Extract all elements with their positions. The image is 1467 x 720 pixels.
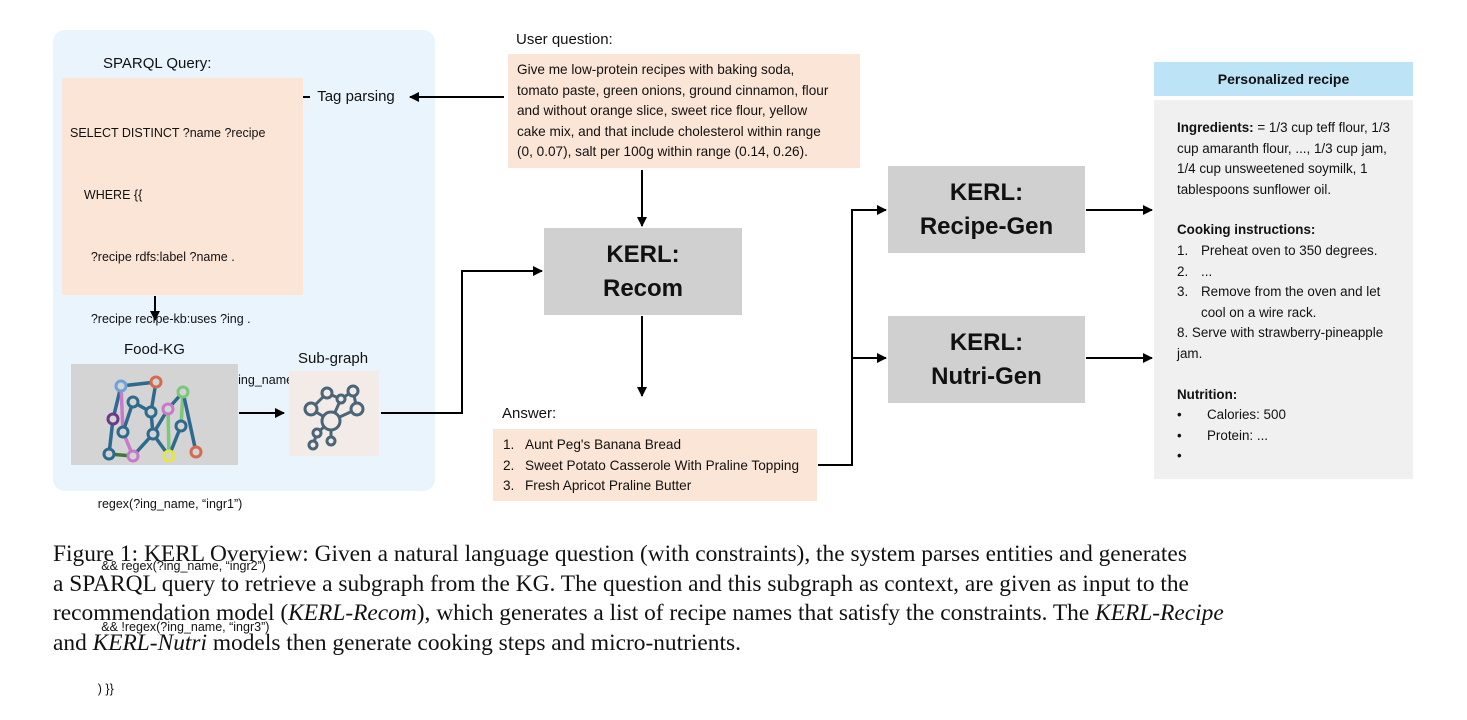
sparql-query-box: SELECT DISTINCT ?name ?recipe WHERE {{ ?… [62, 78, 303, 696]
answer-item-num: 1. [503, 437, 515, 452]
ingredients-label: Ingredients: [1177, 120, 1254, 135]
cooking-step: 1. Preheat oven to 350 degrees. [1177, 241, 1405, 262]
cooking-step-8-continuation: jam. [1177, 345, 1203, 361]
sparql-query-label: SPARQL Query: [103, 55, 212, 72]
nutrition-item: • [1177, 446, 1405, 467]
kerl-recipe-gen-line1: KERL: [949, 178, 1024, 206]
food-kg-graph-image [71, 364, 238, 465]
question-line: and without orange slice, sweet rice flo… [517, 103, 808, 119]
tag-parsing-step: Tag parsing [310, 82, 402, 112]
kerl-recom-line1: KERL: [606, 240, 680, 268]
answer-item-text: Sweet Potato Casserole With Praline Topp… [525, 457, 800, 473]
caption-text: recommendation model ( [53, 600, 289, 626]
cooking-step-text: Preheat oven to 350 degrees. [1201, 242, 1378, 258]
question-line: tomato paste, green onions, ground cinna… [517, 82, 829, 98]
question-line: (0, 0.07), salt per 100g within range (0… [517, 144, 808, 160]
question-line: Give me low-protein recipes with baking … [517, 62, 795, 77]
cooking-instructions-label: Cooking instructions: [1177, 222, 1316, 238]
cooking-step-8: 8. Serve with strawberry-pineapple [1177, 325, 1384, 341]
arrow-subgraph-to-recom [381, 266, 543, 414]
answer-item: 1. Aunt Peg's Banana Bread [503, 435, 817, 456]
answer-item-text: Aunt Peg's Banana Bread [525, 437, 682, 452]
ingredients-text: tablespoons sunflower oil. [1177, 181, 1332, 197]
food-kg-label: Food-KG [124, 341, 185, 358]
personalized-recipe-body: Ingredients: = 1/3 cup teff flour, 1/3 c… [1154, 100, 1413, 479]
ingredients-text: cup amaranth flour, ..., 1/3 cup jam, [1177, 140, 1387, 156]
caption-line: recommendation model (KERL-Recom), which… [53, 599, 1423, 629]
flow-arrows [150, 92, 1153, 466]
kerl-nutri-gen-line2: Nutri-Gen [931, 362, 1042, 390]
cooking-step-continuation: cool on a wire rack. [1201, 304, 1317, 320]
caption-italic: KERL-Recipe [1095, 600, 1224, 626]
sparql-line: SELECT DISTINCT ?name ?recipe [70, 126, 266, 141]
cooking-step-text: Remove from the oven and let [1201, 284, 1381, 300]
caption-line: a SPARQL query to retrieve a subgraph fr… [53, 570, 1189, 597]
nutrition-label: Nutrition: [1177, 386, 1238, 402]
sparql-line: WHERE {{ [70, 187, 143, 202]
kerl-nutri-gen-line1: KERL: [949, 328, 1024, 356]
kerl-recipe-gen-line2: Recipe-Gen [919, 212, 1054, 240]
personalized-recipe-title: Personalized recipe [1154, 62, 1413, 96]
answer-item-num: 3. [503, 478, 515, 494]
ingredients-text: = 1/3 cup teff flour, 1/3 [1253, 120, 1390, 135]
bullet: • [1177, 448, 1182, 464]
cooking-step-num: 2. [1177, 263, 1189, 279]
bullet: • [1177, 407, 1182, 423]
nutrition-item-text: Protein: ... [1207, 427, 1269, 443]
nutrition-item-text: Calories: 500 [1207, 407, 1286, 423]
caption-text: ), which generates a list of recipe name… [416, 600, 1096, 626]
answer-item: 2. Sweet Potato Casserole With Praline To… [503, 456, 817, 477]
answer-box: 1. Aunt Peg's Banana Bread 2. Sweet Potato… [493, 429, 817, 501]
caption-text: and [53, 629, 93, 656]
user-question-box: Give me low-protein recipes with baking … [508, 54, 860, 168]
cooking-step: 2.... [1177, 262, 1405, 283]
answer-item-num: 2. [503, 457, 515, 473]
kerl-recipe-gen-model: KERL: Recipe-Gen [888, 166, 1085, 253]
caption-italic: KERL-Recom [288, 600, 417, 626]
ingredients-line: Ingredients: = 1/3 cup teff flour, 1/3 [1177, 118, 1405, 139]
kerl-recom-model: KERL: Recom [544, 228, 742, 315]
question-line: cake mix, and that include cholesterol w… [517, 123, 821, 139]
nutrition-item: • Protein: ... [1177, 426, 1405, 447]
user-question-label: User question: [516, 31, 613, 48]
sparql-line: regex(?ing_name, “ingr1”) [70, 496, 243, 511]
subgraph-image [289, 371, 379, 456]
kerl-recom-line2: Recom [602, 274, 684, 302]
caption-text: models then generate cooking steps and m… [207, 629, 741, 656]
sparql-line: && regex(?ing_name, “ingr2”) [70, 558, 266, 573]
caption-line: and KERL-Nutri models then generate cook… [53, 629, 1423, 659]
sparql-line: ?recipe recipe-kb:uses ?ing . [70, 311, 251, 326]
bullet: • [1177, 427, 1182, 443]
cooking-step-num: 3. [1177, 284, 1189, 300]
sparql-line: ) }} [70, 682, 114, 697]
cooking-step-text: ... [1201, 263, 1213, 279]
sparql-line: ?recipe rdfs:label ?name . [70, 249, 235, 264]
answer-item-text: Fresh Apricot Praline Butter [525, 478, 692, 494]
figure-caption: Figure 1: KERL Overview: Given a natural… [53, 540, 1423, 658]
arrow-answer-to-models [818, 205, 887, 466]
caption-line: Figure 1: KERL Overview: Given a natural… [53, 541, 1187, 567]
nutrition-item: • Calories: 500 [1177, 405, 1405, 426]
caption-italic: KERL-Nutri [92, 629, 207, 656]
cooking-step: 3. Remove from the oven and let [1177, 282, 1405, 303]
sparql-line: && !regex(?ing_name, “ingr3”) [70, 620, 270, 635]
answer-item: 3. Fresh Apricot Praline Butter [503, 476, 817, 497]
cooking-step-num: 1. [1177, 242, 1189, 258]
subgraph-label: Sub-graph [298, 350, 369, 367]
kerl-nutri-gen-model: KERL: Nutri-Gen [888, 316, 1085, 403]
answer-label: Answer: [502, 405, 557, 422]
ingredients-text: 1/4 cup unsweetened soymilk, 1 [1177, 161, 1368, 177]
